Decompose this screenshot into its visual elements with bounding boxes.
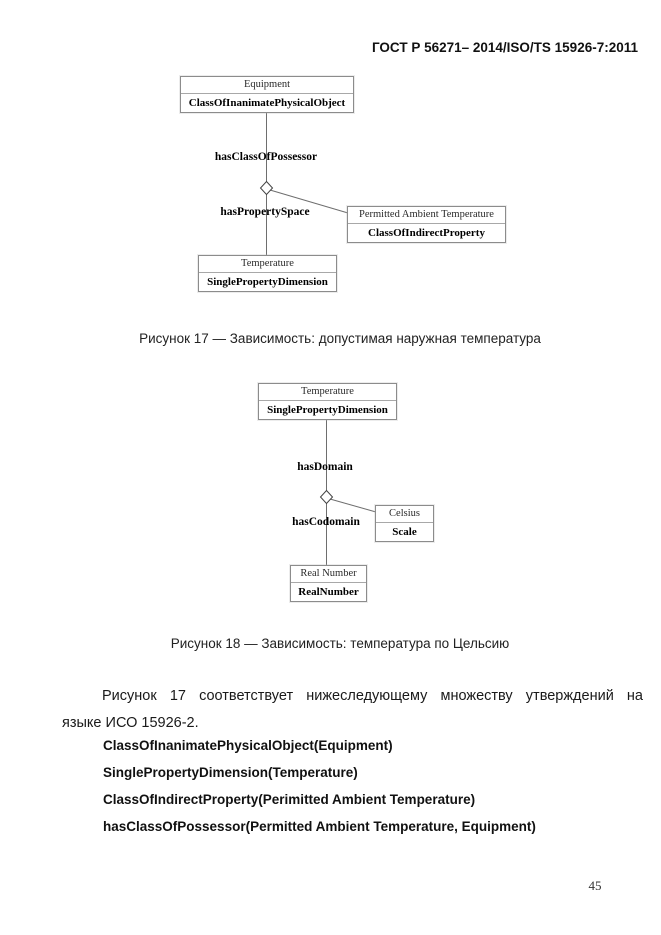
aggregation-diamond-icon (259, 180, 274, 196)
connector-line-diagonal (269, 189, 349, 214)
uml-node-celsius: Celsius Scale (375, 505, 434, 542)
relation-label-hascodomain: hasCodomain (292, 516, 360, 528)
figure-18-caption: Рисунок 18 — Зависимость: температура по… (170, 636, 510, 651)
body-paragraph-line: языке ИСО 15926-2. (62, 715, 199, 731)
figure-17-connectors (259, 109, 349, 255)
connector-line-diagonal (329, 498, 377, 513)
statement-list: ClassOfInanimatePhysicalObject(Equipment… (103, 732, 643, 840)
uml-node-class-label: ClassOfInanimatePhysicalObject (188, 97, 346, 109)
figure-17-diagram: Equipment ClassOfInanimatePhysicalObject… (180, 76, 506, 292)
uml-node-class-label: SinglePropertyDimension (207, 276, 328, 288)
uml-node-temperature: Temperature SinglePropertyDimension (258, 383, 397, 420)
uml-node-class-label: RealNumber (298, 586, 359, 598)
figure-18-diagram: Temperature SinglePropertyDimension hasD… (258, 383, 434, 602)
statement-line: hasClassOfPossessor(Permitted Ambient Te… (103, 819, 536, 834)
relation-label-hasdomain: hasDomain (297, 461, 353, 473)
relation-label-haspropertyspace: hasPropertySpace (220, 206, 310, 218)
page-number: 45 (588, 878, 602, 893)
statement-line: ClassOfIndirectProperty(Perimitted Ambie… (103, 792, 476, 807)
uml-node-instance-label: Temperature (199, 256, 336, 273)
uml-node-instance-label: Permitted Ambient Temperature (348, 207, 505, 224)
uml-node-temperature: Temperature SinglePropertyDimension (198, 255, 337, 292)
aggregation-diamond-icon (319, 489, 334, 505)
uml-node-instance-label: Real Number (291, 566, 366, 583)
uml-node-class-label: SinglePropertyDimension (267, 404, 388, 416)
figure-18-connectors (319, 416, 377, 565)
body-paragraph-line: Рисунок 17 соответствует нижеследующему … (102, 688, 643, 704)
uml-node-instance-label: Temperature (259, 384, 396, 401)
uml-node-equipment: Equipment ClassOfInanimatePhysicalObject (180, 76, 354, 113)
uml-node-instance-label: Celsius (376, 506, 433, 523)
statement-line: SinglePropertyDimension(Temperature) (103, 765, 358, 780)
uml-node-real-number: Real Number RealNumber (290, 565, 367, 602)
figure-17-caption: Рисунок 17 — Зависимость: допустимая нар… (139, 331, 541, 346)
uml-node-class-label: Scale (392, 526, 417, 538)
uml-node-instance-label: Equipment (181, 77, 353, 94)
statement-line: ClassOfInanimatePhysicalObject(Equipment… (103, 738, 393, 753)
page-header: ГОСТ Р 56271– 2014/ISO/TS 15926-7:2011 (371, 40, 638, 55)
uml-node-permitted-ambient-temperature: Permitted Ambient Temperature ClassOfInd… (347, 206, 506, 243)
body-paragraph: Рисунок 17 соответствует нижеследующему … (62, 683, 643, 737)
uml-node-class-label: ClassOfIndirectProperty (368, 227, 485, 239)
relation-label-hasclassofpossessor: hasClassOfPossessor (214, 151, 318, 163)
